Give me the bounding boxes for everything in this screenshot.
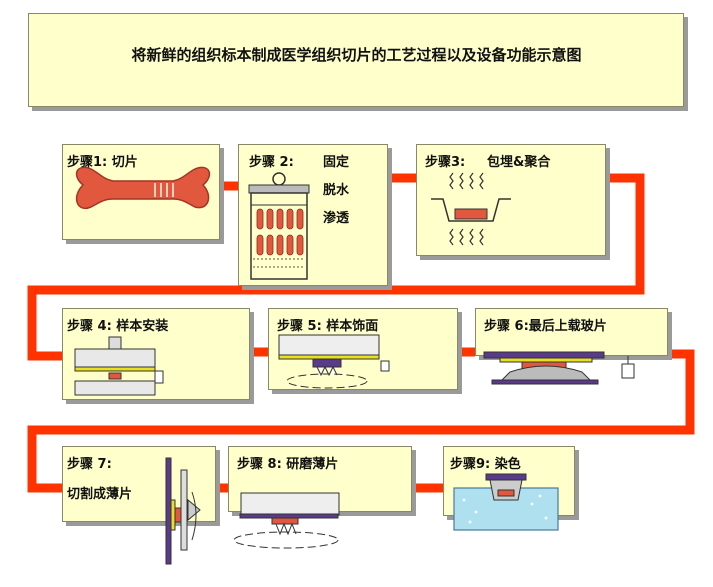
title-box: [28, 13, 684, 107]
step-2-line-1: 固定: [323, 155, 350, 170]
step-6-box: 步骤 6:最后上载玻片: [475, 308, 668, 356]
step-9-label: 步骤9: 染色: [450, 457, 521, 472]
processing-tank-icon: [248, 172, 310, 280]
bone-icon: [75, 166, 211, 210]
grinding-machine-icon: [240, 492, 340, 516]
step-1-box: 步骤1: 切片: [62, 144, 220, 240]
embedding-mold-icon: [431, 172, 511, 246]
step-7-sub: 切割成薄片: [67, 487, 133, 502]
step-3-box: 步骤3: 包埋&聚合: [416, 144, 606, 256]
step-6-label: 步骤 6:最后上载玻片: [484, 319, 607, 334]
step-7-box: 步骤 7: 切割成薄片: [62, 446, 216, 522]
step-3-sub: 包埋&聚合: [487, 155, 551, 170]
facing-machine-icon: [278, 334, 390, 389]
step-2-line-2: 脱水: [323, 183, 350, 198]
sample-mount-icon: [74, 336, 164, 396]
step-7-label: 步骤 7:: [67, 457, 112, 472]
step-3-label: 步骤3:: [425, 155, 466, 170]
step-1-label: 步骤1: 切片: [67, 155, 138, 170]
step-8-label: 步骤 8: 研磨薄片: [237, 457, 339, 472]
step-8-box: 步骤 8: 研磨薄片: [228, 446, 412, 516]
step-2-label: 步骤 2:: [249, 155, 294, 170]
step-4-box: 步骤 4: 样本安装: [62, 308, 250, 400]
step-9-box: 步骤9: 染色: [443, 446, 575, 516]
step-2-box: 步骤 2: 固定 脱水 渗透: [238, 144, 388, 286]
step-4-label: 步骤 4: 样本安装: [67, 319, 169, 334]
step-5-label: 步骤 5: 样本饰面: [277, 319, 379, 334]
step-5-box: 步骤 5: 样本饰面: [268, 308, 458, 390]
diagram-title: 将新鲜的组织标本制成医学组织切片的工艺过程以及设备功能示意图: [131, 46, 582, 64]
step-2-line-3: 渗透: [323, 211, 350, 226]
